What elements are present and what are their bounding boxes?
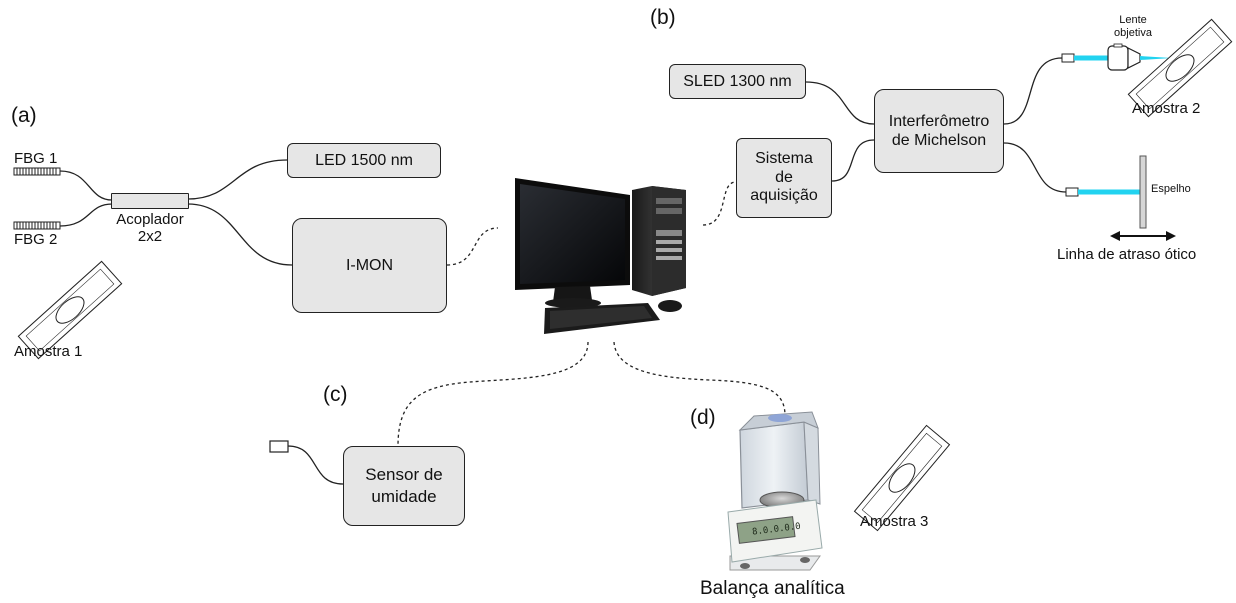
imon-label: I-MON <box>345 256 394 274</box>
sample-arm-collimator <box>1061 53 1108 63</box>
led-source-label: LED 1500 nm <box>315 151 413 169</box>
sample-1-label: Amostra 1 <box>14 343 83 360</box>
objective-lens <box>1107 43 1141 71</box>
panel-label-d: (d) <box>690 406 716 429</box>
delay-line-label: Linha de atraso ótico <box>1057 246 1197 263</box>
acquisition-system-box: Sistema de aquisição <box>736 138 832 218</box>
panel-label-c: (c) <box>323 383 348 406</box>
coupler-block <box>111 193 189 209</box>
humidity-sensor-label-line-1: Sensor de <box>365 464 443 484</box>
humidity-probe <box>269 440 289 453</box>
sample-3-label: Amostra 3 <box>860 513 929 530</box>
fbg-1-label: FBG 1 <box>14 150 58 167</box>
cable-computer-balance <box>613 341 786 415</box>
coupler-label-line-2: 2x2 <box>137 228 163 246</box>
panel-label-a: (a) <box>11 104 37 127</box>
fiber-acquisition-interferometer <box>831 139 875 182</box>
computer-mouse <box>658 300 682 312</box>
fbg-2-grating <box>13 221 61 230</box>
acquisition-label-line-2: de <box>775 168 793 186</box>
lens-label-line-2: objetiva <box>1114 27 1152 40</box>
fiber-fbg1-coupler <box>59 170 113 201</box>
interferometer-label-line-2: de Michelson <box>891 132 987 149</box>
humidity-sensor-box: Sensor de umidade <box>343 446 465 526</box>
fbg-1-grating <box>13 167 61 176</box>
fiber-coupler-led <box>187 159 288 200</box>
lens-label-line-1: Lente <box>1119 14 1147 26</box>
fiber-interferometer-reference-arm <box>1003 142 1067 193</box>
sample-1-slide <box>17 260 123 360</box>
cable-computer-acquisition <box>702 181 737 226</box>
coupler-label-line-1: Acoplador <box>116 211 184 228</box>
mirror-label: Espelho <box>1151 183 1191 195</box>
humidity-sensor-label-line-2: umidade <box>371 487 437 506</box>
sample-2-label: Amostra 2 <box>1132 100 1201 117</box>
sled-source-label: SLED 1300 nm <box>683 72 792 90</box>
objective-lens-label: Lente objetiva <box>1100 14 1166 40</box>
imon-box: I-MON <box>292 218 447 313</box>
fiber-interferometer-sample-arm <box>1003 57 1063 125</box>
sample-3-slide <box>853 424 951 532</box>
focused-beam <box>1140 56 1172 60</box>
acquisition-label-line-1: Sistema <box>755 149 813 167</box>
fiber-fbg2-coupler <box>59 203 113 227</box>
coupler-label: Acoplador 2x2 <box>95 211 205 246</box>
interferometer-label-line-1: Interferômetro <box>888 112 990 130</box>
fiber-coupler-imon <box>187 203 293 266</box>
fiber-sled-interferometer <box>805 81 875 125</box>
cable-probe-sensor <box>287 445 344 485</box>
mirror <box>1139 155 1147 229</box>
balance-label: Balança analítica <box>700 578 845 599</box>
interferometer-box: Interferômetro de Michelson <box>874 89 1004 173</box>
sled-source-box: SLED 1300 nm <box>669 64 806 99</box>
computer-tower <box>632 186 686 296</box>
panel-label-b: (b) <box>650 6 676 29</box>
cable-imon-computer <box>446 227 499 266</box>
fbg-2-label: FBG 2 <box>14 231 58 248</box>
sample-2-slide <box>1127 18 1233 118</box>
computer-monitor <box>515 178 630 308</box>
led-source-box: LED 1500 nm <box>287 143 441 178</box>
delay-line-arrow <box>1110 231 1176 241</box>
analytical-balance: 8.0.0.0.0 <box>727 411 823 571</box>
cable-computer-sensor <box>397 341 589 447</box>
computer-keyboard <box>544 303 660 334</box>
acquisition-label-line-3: aquisição <box>750 187 818 205</box>
reference-arm-collimator <box>1065 187 1140 197</box>
